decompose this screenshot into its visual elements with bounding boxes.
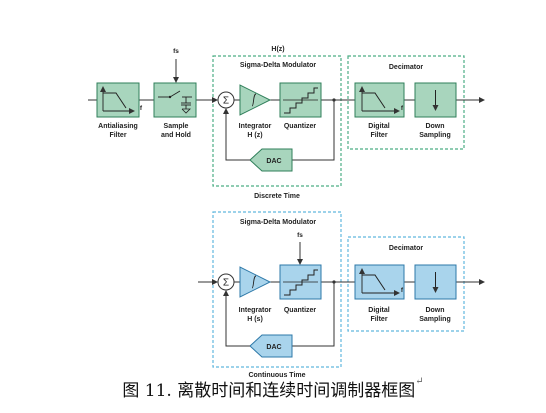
feedback-path-1: [292, 100, 335, 161]
sample-hold-label-1: Sample: [164, 123, 189, 130]
modulator-title: Sigma-Delta Modulator: [240, 219, 317, 226]
digital-filter-label-1: Digital: [368, 123, 389, 130]
feedback-path-1: [292, 282, 335, 347]
integrator-label-1: Integrator: [239, 123, 272, 130]
antialias-label-1: Antialiasing: [98, 123, 138, 130]
digital-filter-label-1: Digital: [368, 307, 389, 314]
decimator-region: [347, 55, 465, 150]
filter-axis-f: f: [140, 105, 143, 112]
decimator-title: Decimator: [389, 245, 424, 252]
digital-filter-block: f: [354, 264, 405, 300]
sample-hold-label-2: and Hold: [161, 132, 191, 139]
decimator-title: Decimator: [389, 64, 424, 71]
feedback-path-2: [223, 290, 250, 347]
modulator-region: [212, 55, 342, 187]
digital-filter-axis-f: f: [401, 105, 404, 112]
domain-label: Discrete Time: [254, 193, 300, 200]
down-sampling-label-2: Sampling: [419, 132, 451, 139]
integrator-label-2: H (z): [247, 132, 262, 139]
quantizer-label: Quantizer: [284, 307, 317, 314]
integrator-label-1: Integrator: [239, 307, 272, 314]
integrator-block: [239, 84, 272, 116]
discrete-time-diagram: H(z) Sigma-Delta Modulator Decimator f A…: [88, 46, 485, 200]
digital-filter-label-2: Filter: [370, 316, 387, 323]
integrator-label-2: H (s): [247, 316, 263, 323]
continuous-time-diagram: Sigma-Delta Modulator Decimator Σ Integr…: [198, 211, 485, 379]
dac-label: DAC: [266, 344, 281, 351]
down-sampling-block: [414, 264, 457, 300]
digital-filter-block: f: [354, 82, 405, 118]
fs-label: fs: [173, 48, 179, 55]
quantizer-block: [279, 264, 322, 300]
hz-label: H(z): [271, 46, 284, 53]
down-sampling-block: [414, 82, 457, 118]
caption-return-mark: ↵: [415, 376, 424, 387]
integrator-block: [239, 266, 272, 298]
down-sampling-label-1: Down: [425, 307, 444, 314]
dac-label: DAC: [266, 158, 281, 165]
caption-text: 图 11. 离散时间和连续时间调制器框图: [122, 381, 416, 401]
sum-symbol: Σ: [223, 96, 229, 107]
antialiasing-filter-block: f: [96, 82, 143, 118]
feedback-path-2: [223, 108, 250, 161]
sample-hold-block: [153, 82, 197, 118]
fs-label: fs: [297, 232, 303, 239]
down-sampling-label-2: Sampling: [419, 316, 451, 323]
figure-caption: 图 11. 离散时间和连续时间调制器框图↵: [0, 376, 546, 401]
sum-symbol: Σ: [223, 278, 229, 289]
quantizer-label: Quantizer: [284, 123, 317, 130]
quantizer-block: [279, 82, 322, 118]
digital-filter-axis-f: f: [401, 287, 404, 294]
digital-filter-label-2: Filter: [370, 132, 387, 139]
modulator-title: Sigma-Delta Modulator: [240, 62, 317, 69]
decimator-region: [347, 236, 465, 332]
antialias-label-2: Filter: [109, 132, 126, 139]
down-sampling-label-1: Down: [425, 123, 444, 130]
dac-block: [249, 148, 293, 172]
modulator-region: [212, 211, 342, 368]
dac-block: [249, 334, 293, 358]
domain-label: Continuous Time: [248, 372, 305, 379]
